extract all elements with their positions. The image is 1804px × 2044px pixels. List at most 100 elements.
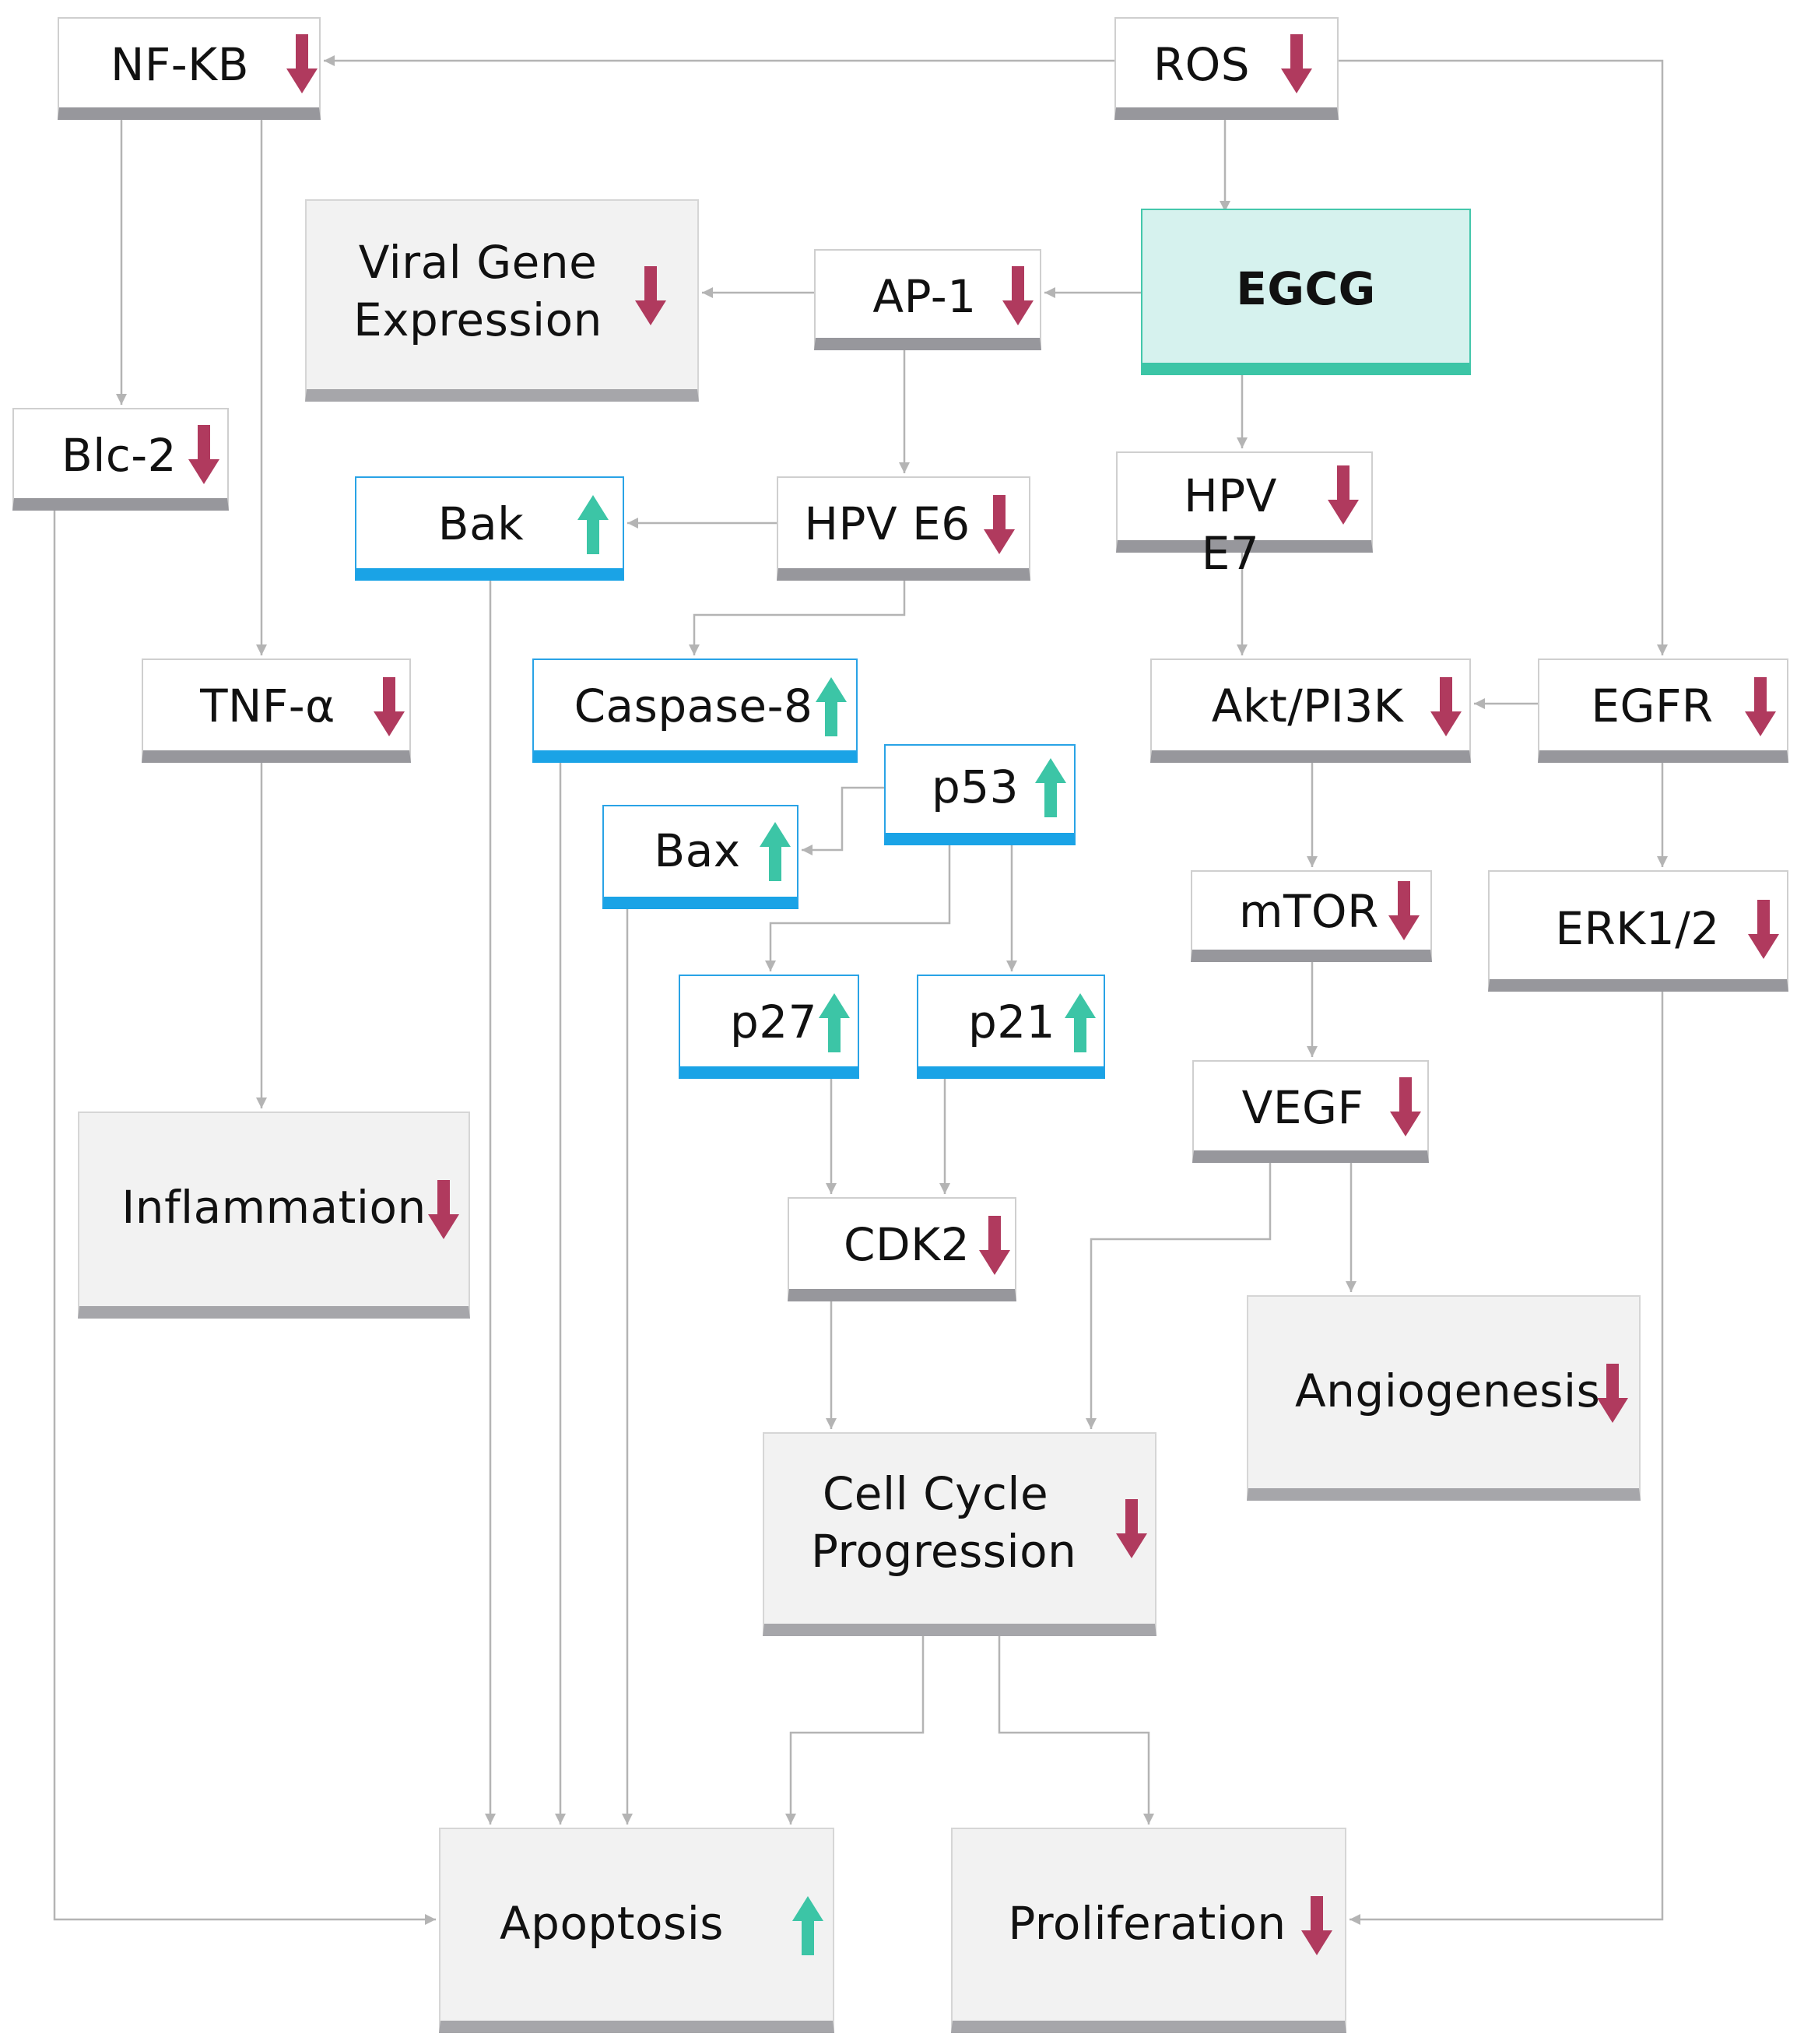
- node-label: HPV E6: [804, 497, 970, 550]
- node-label: ERK1/2: [1555, 902, 1720, 955]
- node-p53: p53: [884, 744, 1076, 845]
- edge-arrowhead: [1006, 961, 1017, 971]
- down-arrow-icon: [1748, 900, 1779, 959]
- node-hpv-e7: HPV E7: [1116, 451, 1373, 580]
- down-arrow-icon: [979, 1216, 1010, 1275]
- down-arrow-icon: [1430, 677, 1462, 736]
- edge-arrowhead: [1307, 856, 1318, 867]
- up-arrow-icon: [760, 822, 791, 881]
- down-arrow-icon: [374, 677, 405, 736]
- node-label: Proliferation: [1008, 1897, 1286, 1950]
- node-label: VEGF: [1241, 1081, 1364, 1134]
- edge-blc2-to-apoptosis: [53, 511, 436, 1921]
- up-arrow-icon: [577, 495, 609, 554]
- node-caspase-8: Caspase-8: [532, 659, 858, 763]
- edge-arrowhead: [826, 1183, 837, 1194]
- edge-arrowhead: [802, 845, 813, 855]
- node-label: Inflammation: [121, 1181, 426, 1234]
- down-arrow-icon: [428, 1180, 459, 1239]
- node-label: Bak: [437, 497, 525, 550]
- node-mtor: mTOR: [1191, 870, 1432, 962]
- node-egcg: EGCG: [1141, 209, 1471, 375]
- node-label: HPV E7: [1184, 469, 1277, 580]
- node-ros: ROS: [1114, 17, 1339, 120]
- edge-arrowhead: [785, 1814, 796, 1824]
- edge-arrowhead: [1143, 1814, 1154, 1824]
- edge-arrowhead: [485, 1814, 496, 1824]
- edge-arrowhead: [702, 287, 713, 298]
- edge-arrowhead: [256, 644, 267, 655]
- edge-arrowhead: [1349, 1914, 1360, 1925]
- edge-p53-to-bax: [802, 786, 884, 852]
- node-label: Angiogenesis: [1295, 1364, 1601, 1417]
- edge-arrowhead: [899, 462, 910, 473]
- node-label: Viral Gene Expression: [353, 236, 602, 346]
- node-label: CDK2: [844, 1218, 970, 1271]
- node-egfr: EGFR: [1538, 659, 1788, 763]
- node-label: Akt/PI3K: [1211, 680, 1404, 732]
- edge-arrowhead: [689, 644, 700, 655]
- node-vegf: VEGF: [1192, 1060, 1429, 1163]
- node-nf-kb: NF-KB: [58, 17, 321, 120]
- up-arrow-icon: [1035, 758, 1066, 817]
- down-arrow-icon: [188, 425, 219, 484]
- down-arrow-icon: [1328, 465, 1359, 525]
- node-label: Cell Cycle Progression: [811, 1467, 1077, 1578]
- node-label: mTOR: [1239, 885, 1379, 938]
- down-arrow-icon: [1597, 1364, 1628, 1423]
- edge-arrowhead: [116, 394, 127, 405]
- edge-arrowhead: [1474, 698, 1485, 709]
- edge-arrowhead: [826, 1418, 837, 1429]
- node-label: EGFR: [1591, 680, 1714, 732]
- edge-hpv_e6-to-caspase8: [693, 581, 906, 655]
- node-label: EGCG: [1236, 262, 1376, 315]
- edge-arrowhead: [1237, 437, 1248, 448]
- down-arrow-icon: [635, 266, 666, 325]
- node-label: ROS: [1153, 38, 1251, 91]
- node-hpv-e6: HPV E6: [777, 476, 1030, 581]
- node-label: Caspase-8: [574, 680, 813, 732]
- node-tnf-alpha: TNF-α: [142, 659, 411, 763]
- node-cell-cycle-progression: Cell Cycle Progression: [763, 1432, 1156, 1636]
- node-blc-2: Blc-2: [12, 408, 229, 511]
- node-label: p27: [729, 996, 818, 1048]
- node-akt-pi3k: Akt/PI3K: [1150, 659, 1471, 763]
- down-arrow-icon: [286, 34, 318, 93]
- node-label: p21: [967, 996, 1056, 1048]
- edge-arrowhead: [1220, 201, 1230, 212]
- node-label: TNF-α: [200, 680, 335, 732]
- edge-arrowhead: [765, 961, 776, 971]
- edge-arrowhead: [425, 1914, 436, 1925]
- node-label: Bax: [654, 824, 741, 877]
- edge-arrowhead: [1237, 644, 1248, 655]
- node-apoptosis: Apoptosis: [439, 1828, 834, 2033]
- edge-arrowhead: [256, 1098, 267, 1108]
- up-arrow-icon: [819, 993, 850, 1052]
- down-arrow-icon: [1116, 1499, 1147, 1558]
- node-p21: p21: [917, 975, 1105, 1079]
- up-arrow-icon: [816, 677, 847, 736]
- edge-arrowhead: [1346, 1281, 1357, 1292]
- down-arrow-icon: [1745, 677, 1776, 736]
- node-bak: Bak: [355, 476, 624, 581]
- node-ap-1: AP-1: [814, 249, 1041, 350]
- edge-arrowhead: [939, 1183, 950, 1194]
- edge-cell_cycle-to-apoptosis: [789, 1636, 925, 1824]
- node-erk1-2: ERK1/2: [1488, 870, 1788, 992]
- node-label: AP-1: [872, 270, 977, 323]
- edge-cell_cycle-to-proliferation: [998, 1636, 1150, 1824]
- up-arrow-icon: [1065, 993, 1096, 1052]
- down-arrow-icon: [1002, 266, 1034, 325]
- node-label: p53: [931, 760, 1020, 813]
- node-label: Apoptosis: [499, 1897, 725, 1950]
- edge-p53-to-p27: [769, 833, 951, 971]
- node-p27: p27: [679, 975, 859, 1079]
- node-label: Blc-2: [61, 429, 177, 482]
- up-arrow-icon: [792, 1896, 823, 1955]
- edge-arrowhead: [622, 1814, 633, 1824]
- node-proliferation: Proliferation: [951, 1828, 1346, 2033]
- node-cdk2: CDK2: [788, 1197, 1016, 1301]
- node-inflammation: Inflammation: [78, 1112, 470, 1319]
- down-arrow-icon: [1301, 1896, 1332, 1955]
